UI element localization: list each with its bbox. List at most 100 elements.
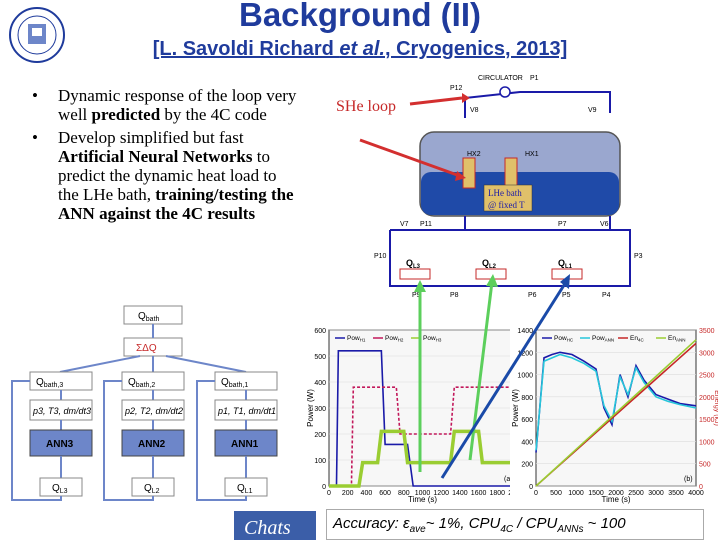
p9-label: P9 (412, 292, 421, 299)
university-seal-logo (9, 7, 65, 63)
accuracy-mid: ~ 1%, CPU (425, 515, 501, 532)
y-tick-label: 1000 (517, 373, 533, 380)
lower-loop-pipe (389, 229, 631, 287)
legend-entry: PowH3 (423, 335, 442, 343)
y2-tick-label: 2500 (699, 373, 715, 380)
bullet-item: •Dynamic response of the loop very well … (28, 86, 298, 124)
sum-label: ΣΔQ (136, 343, 157, 354)
p4-label: P4 (602, 292, 611, 299)
hx1-label: HX1 (525, 151, 539, 158)
y-tick-label: 1400 (517, 328, 533, 335)
bullet-text: Develop simplified but fast (58, 128, 244, 147)
v6-label: V6 (600, 221, 609, 228)
y-tick-label: 0 (322, 484, 326, 491)
legend-entry: PowANN (592, 335, 614, 343)
x-tick-label: 0 (534, 490, 538, 497)
bullet-list: •Dynamic response of the loop very well … (28, 86, 298, 227)
bullet-dot-icon: • (32, 128, 38, 147)
x-tick-label: 2500 (628, 490, 644, 497)
q-bath3-label: Qbath,3 (36, 377, 63, 389)
y2-tick-label: 1500 (699, 417, 715, 424)
she-loop-diagram: SHe loop LHe bath @ fixed T HX2 HX1 CIRC… (336, 75, 643, 299)
x-tick-label: 2000 (608, 490, 624, 497)
y2-tick-label: 2000 (699, 395, 715, 402)
ann2-label: ANN2 (138, 439, 166, 450)
y-tick-label: 600 (314, 328, 326, 335)
y-tick-label: 0 (529, 484, 533, 491)
y-tick-label: 1200 (517, 350, 533, 357)
y-tick-label: 600 (521, 417, 533, 424)
hx1-exchanger (504, 157, 518, 189)
ql1-label: QL1 (558, 258, 573, 270)
x-axis-label: Time (s) (408, 495, 437, 504)
accuracy-end: ~ 100 (583, 515, 626, 532)
circulator-label: CIRCULATOR (478, 75, 523, 82)
y-axis-label: Power (W) (306, 389, 315, 427)
bullet-dot-icon: • (32, 86, 38, 105)
reference-prefix: [L. Savoldi Richard (152, 38, 340, 60)
bullet-bold: Artificial Neural Networks (58, 147, 253, 166)
x-tick-label: 0 (327, 490, 331, 497)
bullet-bold: predicted (91, 105, 161, 124)
accuracy-prefix: Accuracy: (333, 515, 404, 532)
ql3-label: QL3 (406, 258, 421, 270)
y-tick-label: 200 (521, 462, 533, 469)
p12-label: P12 (450, 85, 463, 92)
slide-title: Background (II) (238, 0, 481, 33)
legend-entry: PowH2 (385, 335, 404, 343)
reference-citation: [L. Savoldi Richard et al., Cryogenics, … (0, 38, 720, 61)
panel-label: (b) (684, 476, 693, 483)
x-tick-label: 800 (398, 490, 410, 497)
heater-l3 (399, 268, 431, 280)
x-tick-label: 500 (550, 490, 562, 497)
accuracy-banner: Accuracy: εave~ 1%, CPU4C / CPUANNs ~ 10… (326, 509, 704, 540)
p10-label: P10 (374, 253, 387, 260)
hx2-label: HX2 (467, 151, 481, 158)
heater-l1 (551, 268, 583, 280)
p3-label: P3 (634, 253, 643, 260)
x-tick-label: 1200 (433, 490, 449, 497)
p7-label: P7 (558, 221, 567, 228)
inputs-2-label: p2, T2, dm/dt2 (124, 406, 183, 416)
chats-logo: Chats (234, 511, 316, 540)
y2-tick-label: 1000 (699, 439, 715, 446)
x-tick-label: 200 (342, 490, 354, 497)
y-tick-label: 200 (314, 432, 326, 439)
ann3-label: ANN3 (46, 439, 74, 450)
x-tick-label: 3500 (668, 490, 684, 497)
heater-l2 (475, 268, 507, 280)
ql2-label: QL2 (482, 258, 497, 270)
x-tick-label: 1400 (452, 490, 468, 497)
y2-tick-label: 0 (699, 484, 703, 491)
x-tick-label: 1600 (471, 490, 487, 497)
ann-column-2: Qbath,2 p2, T2, dm/dt2 ANN2 QL2 (121, 371, 185, 497)
y-axis-label: Power (W) (511, 389, 520, 427)
accuracy-slash: / CPU (513, 515, 558, 532)
x-tick-label: 3000 (648, 490, 664, 497)
inputs-3-label: p3, T3, dm/dt3 (32, 406, 91, 416)
ql2-input-label: QL2 (144, 483, 160, 495)
p6-label: P6 (528, 292, 537, 299)
y-tick-label: 400 (314, 380, 326, 387)
legend-entry: EnANN (668, 335, 685, 343)
reference-suffix: , Cryogenics, 2013] (384, 38, 568, 60)
red-arrow-icon (359, 138, 461, 178)
plot-area (535, 329, 697, 487)
pump-p1-label: P1 (530, 75, 539, 82)
bullet-item: • Develop simplified but fast Artificial … (28, 128, 298, 223)
x-tick-label: 1800 (490, 490, 506, 497)
y2-axis-label: Energy (kJ) (713, 390, 718, 426)
reference-italic: et al. (339, 38, 385, 60)
she-loop-label: SHe loop (336, 98, 396, 115)
ann-architecture-diagram: Qbath ΣΔQ Qbath,3 p3, T3, dm/dt3 ANN3 QL… (11, 305, 278, 501)
y-tick-label: 400 (521, 439, 533, 446)
accuracy-sub-4c: 4C (500, 524, 514, 535)
y-tick-label: 100 (314, 458, 326, 465)
x-tick-label: 1000 (415, 490, 431, 497)
bath-label-1: LHe bath (488, 188, 522, 198)
v8-label: V8 (470, 107, 479, 114)
bullet-text: by the 4C code (160, 105, 267, 124)
x-tick-label: 1500 (588, 490, 604, 497)
